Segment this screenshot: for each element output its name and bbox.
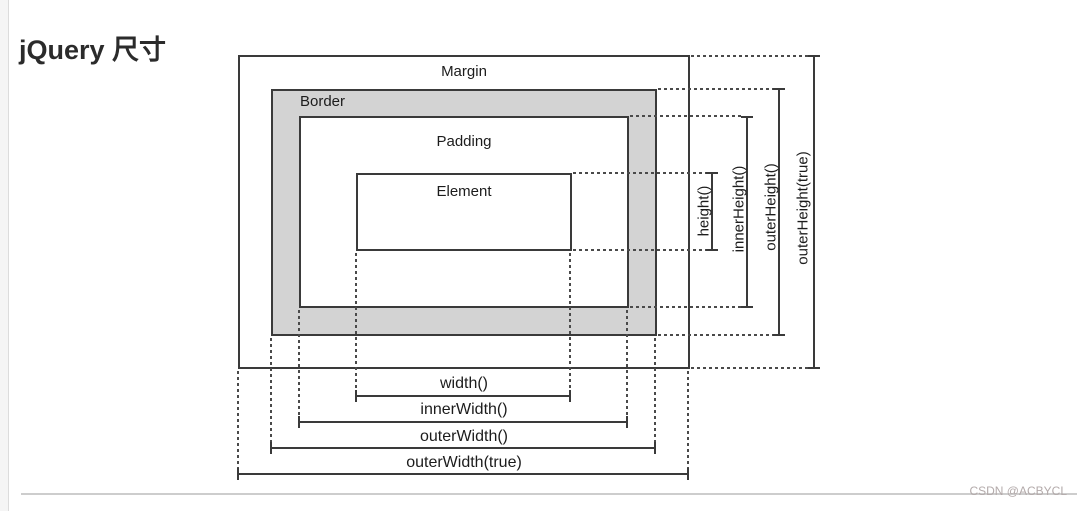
outer-width-true-measure-label: outerWidth(true)	[406, 454, 522, 471]
inner-height-measure-label: innerHeight()	[730, 165, 748, 253]
inner-width-measure-line	[299, 421, 628, 423]
element-box-label: Element	[436, 183, 492, 200]
padding-bottom-extension-line	[630, 306, 743, 308]
height-measure-top-tick	[706, 172, 718, 174]
padding-left-extension-line	[298, 310, 300, 424]
inner-height-measure-line	[746, 116, 748, 308]
width-measure-right-tick	[569, 390, 571, 402]
csdn-watermark: CSDN @ACBYCL	[969, 484, 1067, 498]
border-bottom-extension-line	[658, 334, 775, 336]
element-top-extension-line	[573, 172, 708, 174]
inner-height-measure-bottom-tick	[741, 306, 753, 308]
margin-box-label: Margin	[441, 63, 487, 80]
outer-height-measure-label: outerHeight()	[762, 163, 780, 251]
outer-width-measure-left-tick	[270, 442, 272, 454]
footer-divider-line	[21, 493, 1077, 495]
page-title: jQuery 尺寸	[19, 35, 167, 66]
inner-width-measure-label: innerWidth()	[420, 401, 508, 418]
padding-right-extension-line	[626, 310, 628, 424]
element-box: Element	[356, 173, 572, 251]
width-measure-label: width()	[439, 375, 489, 392]
height-measure-label: height()	[695, 185, 713, 237]
outer-height-true-measure-line	[813, 56, 815, 369]
outer-height-measure-bottom-tick	[773, 334, 785, 336]
outer-width-true-measure-left-tick	[237, 468, 239, 480]
inner-width-measure-left-tick	[298, 416, 300, 428]
border-box-label: Border	[300, 93, 346, 110]
margin-bottom-extension-line	[691, 367, 809, 369]
outer-width-true-measure-line	[238, 473, 689, 475]
inner-width-measure-right-tick	[626, 416, 628, 428]
margin-right-extension-line	[687, 371, 689, 480]
outer-width-measure-line	[271, 447, 656, 449]
element-right-extension-line	[569, 253, 571, 397]
outer-height-true-measure-bottom-tick	[808, 367, 820, 369]
outer-width-measure-right-tick	[654, 442, 656, 454]
border-top-extension-line	[658, 88, 775, 90]
padding-top-extension-line	[630, 115, 743, 117]
element-left-extension-line	[355, 253, 357, 397]
inner-height-measure-top-tick	[741, 116, 753, 118]
padding-box-label: Padding	[436, 133, 492, 150]
height-measure-bottom-tick	[706, 249, 718, 251]
page-left-edge	[0, 0, 9, 511]
width-measure-line	[356, 395, 571, 397]
margin-left-extension-line	[237, 371, 239, 480]
width-measure-left-tick	[355, 390, 357, 402]
outer-width-true-measure-right-tick	[687, 468, 689, 480]
element-bottom-extension-line	[573, 249, 708, 251]
border-left-extension-line	[270, 338, 272, 450]
height-measure-line	[711, 172, 713, 251]
outer-height-true-measure-top-tick	[808, 55, 820, 57]
border-right-extension-line	[654, 338, 656, 450]
outer-height-measure-line	[778, 88, 780, 336]
outer-height-true-measure-label: outerHeight(true)	[794, 151, 812, 265]
outer-height-measure-top-tick	[773, 88, 785, 90]
margin-top-extension-line	[691, 55, 809, 57]
outer-width-measure-label: outerWidth()	[419, 428, 509, 445]
